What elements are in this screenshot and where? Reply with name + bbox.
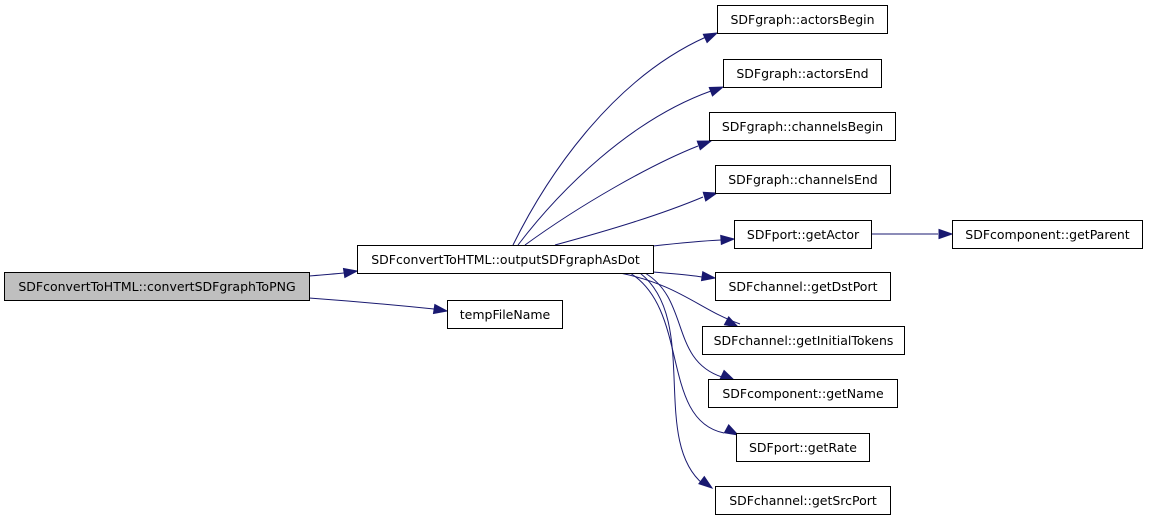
edge-outputDot-to-actorsEnd <box>517 86 725 246</box>
arrowhead-icon <box>723 424 740 436</box>
node-label: SDFgraph::actorsBegin <box>730 12 874 27</box>
edge-getActor-to-getParent <box>871 228 954 240</box>
node-label: SDFchannel::getInitialTokens <box>714 333 894 348</box>
node-box[interactable] <box>357 245 654 274</box>
node-getName[interactable]: SDFcomponent::getName <box>708 379 898 408</box>
node-outputDot[interactable]: SDFconvertToHTML::outputSDFgraphAsDot <box>357 245 654 274</box>
edge-line <box>652 239 722 247</box>
node-box[interactable] <box>708 379 898 408</box>
edge-outputDot-to-getRate <box>629 272 740 436</box>
node-label: SDFgraph::actorsEnd <box>736 66 868 81</box>
node-box[interactable] <box>709 112 896 141</box>
edge-line <box>512 36 707 246</box>
node-label: SDFcomponent::getParent <box>965 227 1130 242</box>
node-getDstPort[interactable]: SDFchannel::getDstPort <box>715 272 891 301</box>
node-box[interactable] <box>715 272 891 301</box>
edge-line <box>629 272 725 434</box>
node-channelsEnd[interactable]: SDFgraph::channelsEnd <box>715 165 891 194</box>
node-actorsBegin[interactable]: SDFgraph::actorsBegin <box>717 5 888 34</box>
edge-outputDot-to-getDstPort <box>652 270 717 282</box>
arrowhead-icon <box>342 267 359 279</box>
edge-outputDot-to-channelsEnd <box>554 191 719 246</box>
node-box[interactable] <box>736 433 870 462</box>
edge-root-to-outputDot <box>308 267 359 279</box>
edge-line <box>652 271 703 278</box>
edge-outputDot-to-getActor <box>652 234 736 247</box>
arrowhead-icon <box>432 303 449 315</box>
node-actorsEnd[interactable]: SDFgraph::actorsEnd <box>723 59 882 88</box>
arrowhead-icon <box>698 475 714 489</box>
node-getInitialTokens[interactable]: SDFchannel::getInitialTokens <box>702 326 905 355</box>
node-box[interactable] <box>952 220 1143 249</box>
arrowhead-icon <box>702 32 719 44</box>
node-label: SDFchannel::getDstPort <box>729 279 878 294</box>
node-box[interactable] <box>715 165 891 194</box>
node-label: SDFconvertToHTML::convertSDFgraphToPNG <box>18 279 295 294</box>
node-label: SDFport::getActor <box>747 227 860 242</box>
node-box[interactable] <box>4 272 310 301</box>
node-label: SDFport::getRate <box>749 440 857 455</box>
arrowhead-icon <box>723 316 740 328</box>
edge-root-to-tempFileName <box>308 297 449 315</box>
edge-line <box>308 272 345 277</box>
nodes-layer: SDFconvertToHTML::convertSDFgraphToPNGSD… <box>4 5 1143 515</box>
node-channelsBegin[interactable]: SDFgraph::channelsBegin <box>709 112 896 141</box>
node-box[interactable] <box>723 59 882 88</box>
node-label: SDFchannel::getSrcPort <box>729 493 877 508</box>
node-box[interactable] <box>447 300 563 329</box>
node-box[interactable] <box>734 220 872 249</box>
arrowhead-icon <box>696 140 713 151</box>
node-label: SDFgraph::channelsBegin <box>722 119 883 134</box>
edge-line <box>639 272 704 485</box>
node-getActor[interactable]: SDFport::getActor <box>734 220 872 249</box>
edge-outputDot-to-channelsBegin <box>524 140 713 246</box>
edge-line <box>554 196 704 246</box>
node-root[interactable]: SDFconvertToHTML::convertSDFgraphToPNG <box>4 272 310 301</box>
node-box[interactable] <box>715 486 891 515</box>
edge-outputDot-to-actorsBegin <box>512 32 719 246</box>
arrowhead-icon <box>938 228 954 240</box>
arrowhead-icon <box>720 234 736 246</box>
edges-layer <box>308 32 954 489</box>
edge-line <box>517 90 712 246</box>
node-getParent[interactable]: SDFcomponent::getParent <box>952 220 1143 249</box>
node-label: SDFgraph::channelsEnd <box>728 172 878 187</box>
node-getRate[interactable]: SDFport::getRate <box>736 433 870 462</box>
node-box[interactable] <box>717 5 888 34</box>
arrowhead-icon <box>702 191 719 202</box>
edge-line <box>524 145 699 246</box>
arrowhead-icon <box>700 270 717 282</box>
edge-outputDot-to-getInitialTokens <box>619 272 741 328</box>
node-box[interactable] <box>702 326 905 355</box>
arrowhead-icon <box>708 86 725 97</box>
edge-outputDot-to-getSrcPort <box>639 272 714 489</box>
arrowhead-icon <box>719 369 736 381</box>
node-tempFileName[interactable]: tempFileName <box>447 300 563 329</box>
edge-line <box>644 272 723 378</box>
node-label: SDFconvertToHTML::outputSDFgraphAsDot <box>371 252 640 267</box>
node-label: tempFileName <box>460 307 551 322</box>
node-label: SDFcomponent::getName <box>722 386 884 401</box>
edge-line <box>308 297 435 310</box>
node-getSrcPort[interactable]: SDFchannel::getSrcPort <box>715 486 891 515</box>
